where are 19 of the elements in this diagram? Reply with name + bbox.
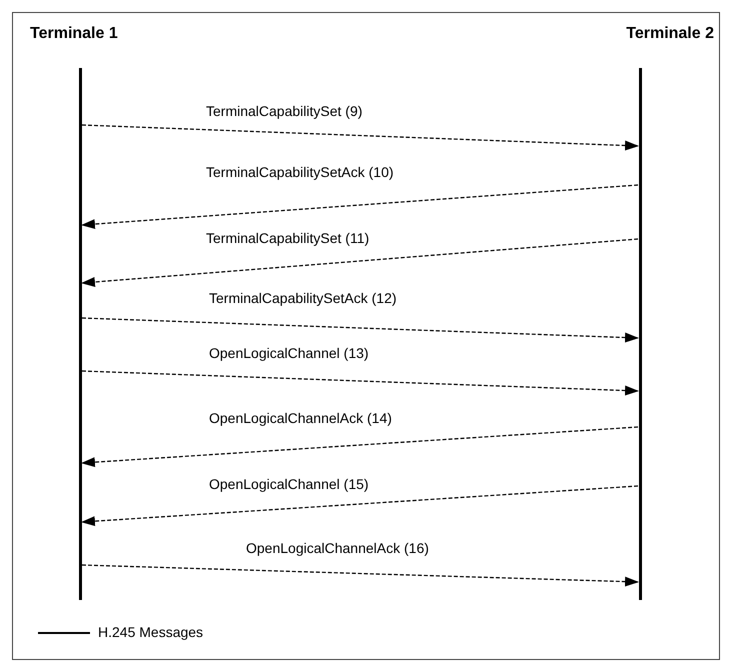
message-arrow [82, 370, 639, 396]
message-label: OpenLogicalChannel (13) [208, 345, 370, 362]
message-label: OpenLogicalChannelAck (16) [245, 540, 430, 557]
message-label: TerminalCapabilitySet (9) [205, 103, 364, 120]
participant-heading: Terminale 2 [625, 24, 714, 44]
message-label: TerminalCapabilitySet (11) [205, 230, 370, 247]
message-label: TerminalCapabilitySetAck (12) [208, 290, 398, 307]
message-label: OpenLogicalChannel (15) [208, 476, 370, 493]
participant-heading: Terminale 1 [30, 24, 119, 44]
legend-text: H.245 Messages [98, 623, 204, 642]
message-label: OpenLogicalChannelAck (14) [208, 410, 393, 427]
message-arrow [82, 124, 639, 150]
message-arrow [81, 184, 638, 230]
message-label: TerminalCapabilitySetAck (10) [205, 164, 395, 181]
message-arrow [82, 317, 639, 343]
message-arrow [81, 238, 638, 287]
message-arrow [82, 564, 639, 587]
message-arrow [81, 485, 638, 526]
message-arrow [81, 426, 638, 468]
